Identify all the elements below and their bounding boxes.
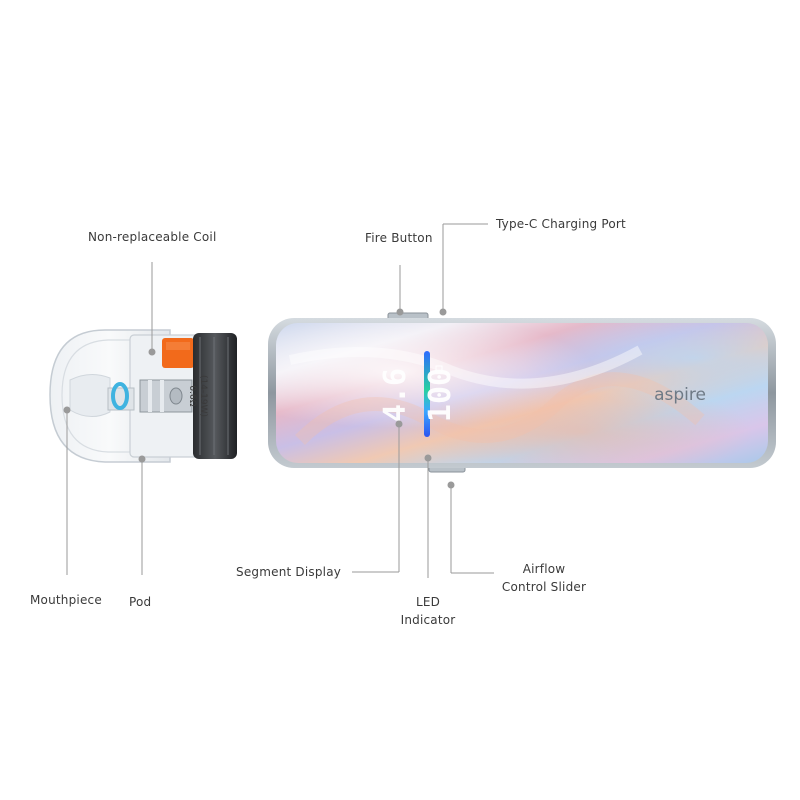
coil-barrel <box>139 379 193 413</box>
pod-base-ring <box>193 333 237 459</box>
label-airflow-slider: Airflow Control Slider <box>494 560 594 596</box>
label-led-line1: LED <box>415 595 441 609</box>
label-coil: Non-replaceable Coil <box>88 230 217 244</box>
o-ring <box>111 382 129 410</box>
pod-illustration: 0.6Ω (14-19W) <box>49 329 237 463</box>
label-mouthpiece: Mouthpiece <box>30 593 102 607</box>
label-led-indicator: LED Indicator <box>388 593 468 629</box>
brand-logo: aspire <box>654 385 706 405</box>
pod-wattage-print: (14-19W) <box>198 375 208 417</box>
label-pod: Pod <box>129 595 152 609</box>
label-segment-display: Segment Display <box>236 565 342 579</box>
leader-lines <box>63 223 494 578</box>
display-left-value: 4.6 <box>378 368 413 422</box>
device-illustration: 4.6 100 aspire <box>268 312 776 473</box>
label-fire-button: Fire Button <box>365 231 433 245</box>
led-bar <box>424 351 430 437</box>
label-airflow-line1: Airflow <box>522 562 566 576</box>
label-led-line2: Indicator <box>400 613 456 627</box>
display-right-value: 100 <box>423 368 458 422</box>
pod-resistance-print: 0.6Ω <box>187 385 197 406</box>
label-airflow-line2: Control Slider <box>501 580 587 594</box>
label-charging-port: Type-C Charging Port <box>496 217 626 231</box>
battery-icon <box>435 365 443 373</box>
